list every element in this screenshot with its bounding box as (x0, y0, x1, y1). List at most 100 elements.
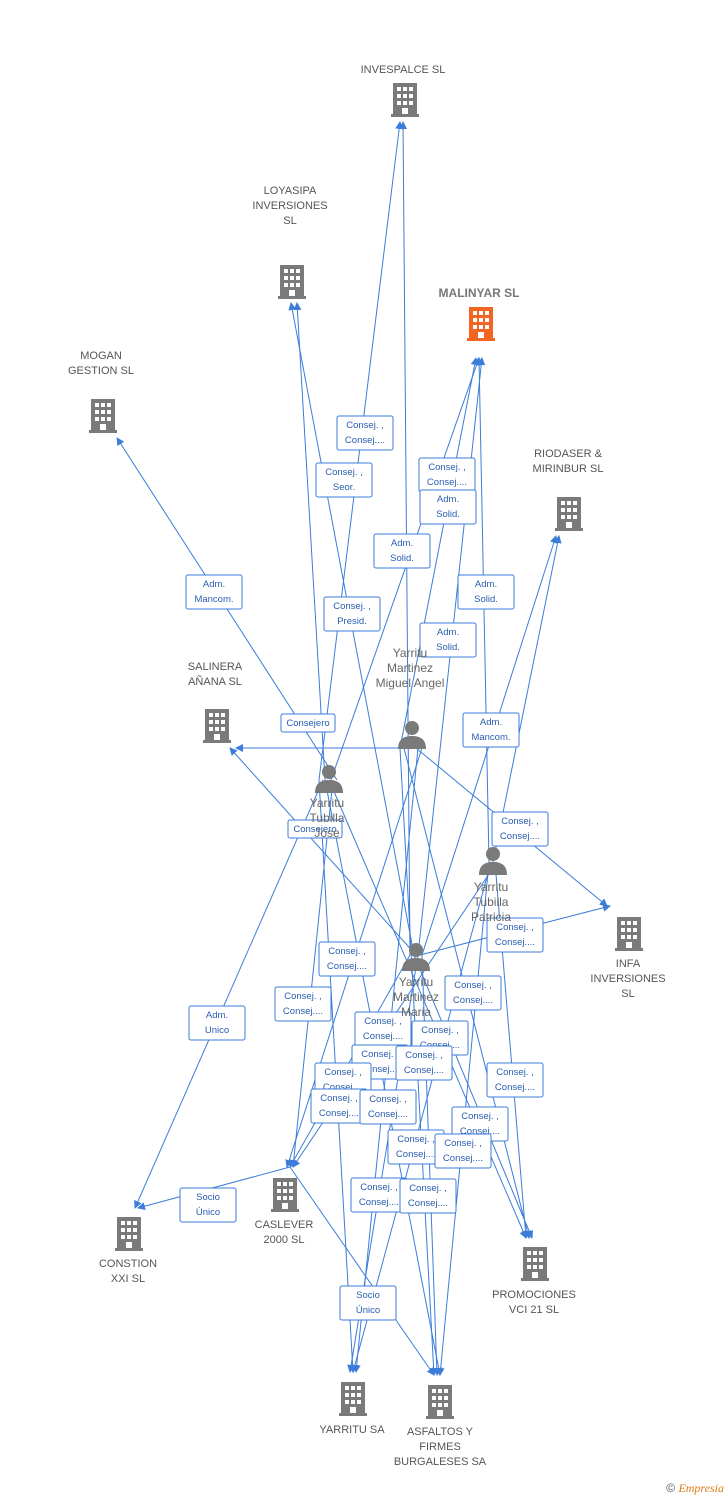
edge-role-label[interactable]: Consejero (280, 713, 336, 733)
edge-role-text: Consej. , (496, 1067, 534, 1078)
company-name: BURGALESES SA (394, 1456, 487, 1468)
edge-role-label[interactable]: Adm.Solid. (373, 533, 431, 569)
edge-role-label[interactable]: Adm.Mancom. (462, 712, 520, 748)
edge-role-text: Consej. , (328, 946, 366, 957)
edge-role-label[interactable]: Consej. ,Seor. (315, 462, 373, 498)
nodes-layer: INVESPALCE SLLOYASIPAINVERSIONESSLMALINY… (68, 64, 666, 1468)
edge-role-label[interactable]: Adm.Solid. (419, 489, 477, 525)
edge-role-label[interactable]: Consej. ,Consej.... (310, 1088, 368, 1124)
person-name: Maria (401, 1005, 431, 1019)
edge-labels-layer: Consej. ,Consej....Consej. ,Seor.Consej.… (179, 415, 549, 1321)
edge-role-text: Mancom. (194, 594, 233, 605)
edge-role-label[interactable]: Adm.Unico (188, 1005, 246, 1041)
building-icon (115, 1217, 143, 1251)
company-name: LOYASIPA (264, 185, 317, 197)
company-name: GESTION SL (68, 365, 134, 377)
edge-role-label[interactable]: Consej. ,Consej.... (491, 811, 549, 847)
edge-role-label[interactable]: Adm. Solid. (457, 574, 515, 610)
edge-role-label[interactable]: Consej. ,Consej.... (399, 1178, 457, 1214)
edge-role-label[interactable]: Consej. ,Consej.... (418, 457, 476, 493)
relation-edge-patricia-riodaser (492, 535, 562, 863)
company-name: ASFALTOS Y (407, 1426, 474, 1438)
edge-role-text: Consej.... (443, 1153, 483, 1164)
relation-edge-jose-constion (134, 779, 324, 1209)
edge-role-text: Consej. , (284, 991, 322, 1002)
company-name: 2000 SL (264, 1234, 305, 1246)
building-icon (391, 83, 419, 117)
company-node-malinyar[interactable]: MALINYAR SL (439, 286, 520, 341)
edge-role-label[interactable]: Consejero (287, 819, 343, 839)
edge-role-label[interactable]: Consej. ,Consej.... (350, 1177, 408, 1213)
person-name: Jose (314, 826, 340, 840)
edge-role-label[interactable]: Consej. ,Consej.... (444, 975, 502, 1011)
edge-role-text: Consej.... (368, 1109, 408, 1120)
company-node-invespalce[interactable]: INVESPALCE SL (361, 64, 446, 117)
edge-role-text: Socio (196, 1192, 220, 1203)
company-node-riodaser[interactable]: RIODASER &MIRINBUR SL (533, 448, 604, 531)
edge-role-label[interactable]: Consej. ,Consej.... (274, 986, 332, 1022)
edge-role-text: Solid. (436, 642, 460, 653)
edge-role-text: Consejero (286, 718, 329, 729)
edge-role-label[interactable]: Consej. ,Consej.... (486, 917, 544, 953)
edge-role-text: Consej. , (320, 1093, 358, 1104)
edge-role-label[interactable]: Adm.Mancom. (185, 574, 243, 610)
company-name: YARRITU SA (319, 1424, 385, 1436)
copyright-symbol: © (666, 1481, 676, 1495)
edge-role-text: Adm. (437, 494, 459, 505)
edge-role-text: Adm. (480, 717, 502, 728)
edge-role-text: Consej.... (363, 1031, 403, 1042)
edge-role-text: Consej. , (346, 420, 384, 431)
edge-role-text: Solid. (474, 594, 498, 605)
edge-role-text: Adm. (437, 627, 459, 638)
edge-role-label[interactable]: Consej. ,Consej.... (336, 415, 394, 451)
edge-role-label[interactable]: Consej. ,Consej.... (318, 941, 376, 977)
company-name: INVERSIONES (590, 973, 665, 985)
company-name: SL (283, 215, 296, 227)
edge-role-text: Unico (205, 1025, 229, 1036)
edge-role-text: Consej.... (495, 1082, 535, 1093)
edge-role-text: Consej.... (495, 937, 535, 948)
person-name: Tubilla (474, 895, 509, 909)
building-icon (615, 917, 643, 951)
edge-role-label[interactable]: Adm. Solid. (419, 622, 477, 658)
person-icon (402, 943, 430, 971)
edge-role-label[interactable]: Consej. ,Consej.... (434, 1133, 492, 1169)
edge-role-text: Consej. , (405, 1050, 443, 1061)
edge-role-text: Consej. , (324, 1067, 362, 1078)
relation-edge-jose-loyasipa (293, 302, 326, 781)
edge-role-text: Consej. , (325, 467, 363, 478)
company-node-yarritu_sa[interactable]: YARRITU SA (319, 1382, 385, 1436)
edge-role-text: Consej. , (333, 601, 371, 612)
building-icon (555, 497, 583, 531)
edge-role-text: Consej. , (409, 1183, 447, 1194)
person-icon (479, 847, 507, 875)
edge-role-label[interactable]: Consej. , Consej.... (486, 1062, 544, 1098)
edge-role-text: Adm. (475, 579, 497, 590)
building-icon (521, 1247, 549, 1281)
edge-role-text: Consej. , (501, 816, 539, 827)
edge-role-text: Consej. , (421, 1025, 459, 1036)
edge-role-text: Único (356, 1305, 380, 1316)
edge-role-label[interactable]: Consej. ,Consej.... (359, 1089, 417, 1125)
edge-role-text: Consejero (293, 824, 336, 835)
brand-logo[interactable]: Empresia (678, 1481, 724, 1495)
relation-edge-jose-caslever (289, 779, 334, 1168)
relation-edge-miguel-malinyar (399, 357, 479, 749)
company-name: MALINYAR SL (439, 286, 520, 300)
edge-role-label[interactable]: Consej. ,Consej.... (395, 1045, 453, 1081)
edge-role-label[interactable]: Consej. ,Presid. (323, 596, 381, 632)
